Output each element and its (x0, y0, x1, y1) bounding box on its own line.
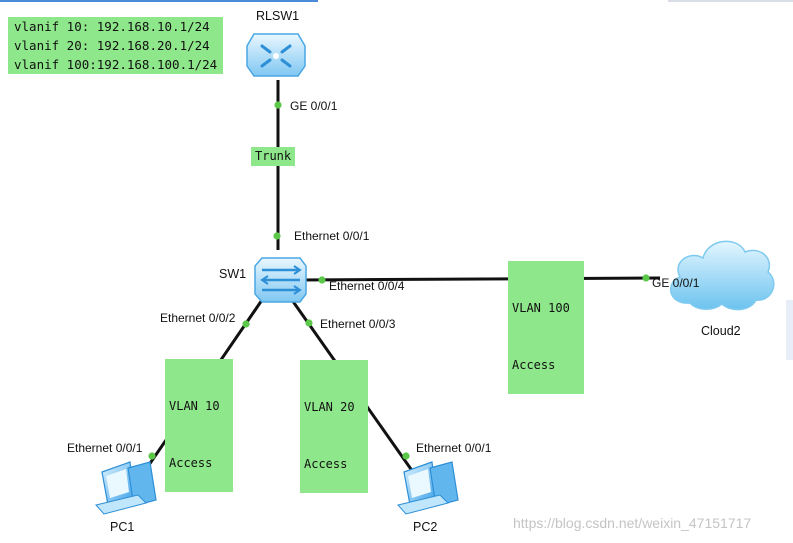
config-line: vlanif 20: 192.168.20.1/24 (14, 38, 210, 53)
port-label-sw1-e1: Ethernet 0/0/1 (294, 229, 370, 243)
port-label-rlsw1-ge: GE 0/0/1 (290, 99, 338, 113)
pc1-label: PC1 (110, 520, 135, 534)
watermark-text: https://blog.csdn.net/weixin_47151717 (513, 515, 752, 531)
vlan10-tag-line1: VLAN 10 (169, 399, 220, 413)
vlan20-tag-line1: VLAN 20 (304, 400, 355, 414)
vlan100-tag: VLAN 100 Access (508, 261, 584, 394)
rlsw1-switch-icon[interactable] (246, 33, 306, 77)
port-dot-pc2-e1 (402, 452, 410, 460)
config-line: vlanif 10: 192.168.10.1/24 (14, 19, 210, 34)
port-dot-rlsw1-ge (274, 101, 282, 109)
top-border-accent (0, 0, 318, 2)
trunk-tag: Trunk (251, 147, 296, 166)
vlan100-tag-line1: VLAN 100 (512, 301, 570, 315)
vlan10-tag-line2: Access (169, 456, 213, 470)
port-dot-sw1-e4 (318, 276, 326, 284)
config-line: vlanif 100:192.168.100.1/24 (14, 57, 218, 72)
port-dot-sw1-e1 (273, 232, 281, 240)
vlan100-tag-line2: Access (512, 358, 556, 372)
port-dot-cloud-ge (642, 274, 650, 282)
rlsw1-label: RLSW1 (256, 9, 300, 23)
vlan20-tag: VLAN 20 Access (300, 360, 368, 493)
cloud2-cloud-icon[interactable] (670, 240, 775, 311)
port-label-cloud-ge: GE 0/0/1 (652, 276, 700, 290)
port-label-sw1-e4: Ethernet 0/0/4 (329, 279, 405, 293)
pc1-computer-icon[interactable] (95, 461, 157, 515)
pc2-computer-icon[interactable] (397, 461, 459, 515)
vlan20-tag-line2: Access (304, 457, 348, 471)
top-border-accent-right (668, 0, 793, 2)
sw1-label: SW1 (219, 267, 247, 281)
port-label-pc2-e1: Ethernet 0/0/1 (416, 441, 492, 455)
link-sw1-cloud2 (299, 276, 661, 282)
right-edge-strip (786, 300, 793, 360)
vlan10-tag: VLAN 10 Access (165, 359, 233, 492)
port-label-pc1-e1: Ethernet 0/0/1 (67, 441, 143, 455)
pc2-label: PC2 (413, 520, 438, 534)
port-dot-pc1-e1 (148, 452, 156, 460)
cloud2-label: Cloud2 (701, 324, 741, 338)
port-label-sw1-e2: Ethernet 0/0/2 (160, 311, 236, 325)
port-dot-sw1-e3 (305, 319, 313, 327)
port-label-sw1-e3: Ethernet 0/0/3 (320, 317, 396, 331)
port-dot-sw1-e2 (242, 320, 250, 328)
vlanif-config-box: vlanif 10: 192.168.10.1/24 vlanif 20: 19… (8, 17, 224, 74)
sw1-switch-icon[interactable] (254, 257, 307, 303)
